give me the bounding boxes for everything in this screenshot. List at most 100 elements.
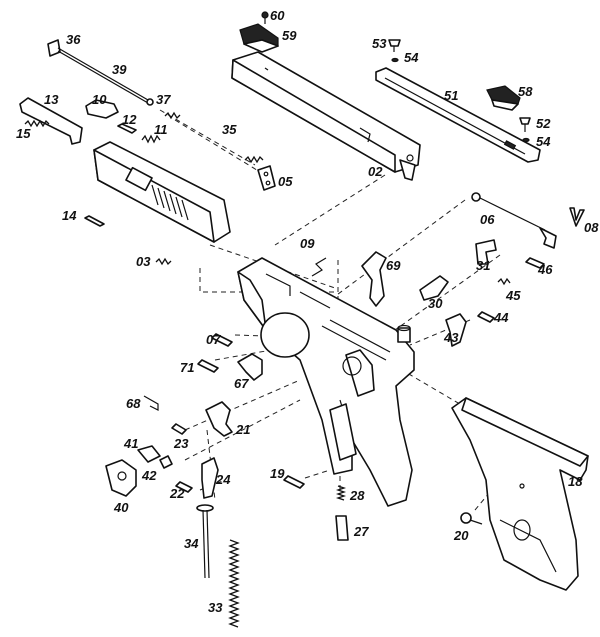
part-54-washer-bottom: [522, 137, 530, 143]
part-label: 54: [404, 50, 419, 65]
part-07-pin: [211, 333, 233, 347]
part-label: 12: [122, 112, 137, 127]
part-14-breech-block: [93, 141, 231, 243]
part-03-spring: [155, 257, 172, 266]
part-37-ring: [146, 98, 154, 106]
part-label: 52: [536, 116, 551, 131]
part-label: 27: [353, 524, 369, 539]
part-08-spring: [569, 207, 585, 227]
part-label: 28: [349, 488, 365, 503]
part-68-wire: [143, 395, 159, 411]
part-05-plate: [257, 165, 276, 191]
part-label: 51: [444, 88, 458, 103]
part-10-block: [85, 99, 119, 119]
part-69-trigger: [361, 251, 387, 307]
part-label: 14: [62, 208, 77, 223]
part-67-disconnector: [237, 353, 263, 381]
part-46-pin: [525, 257, 545, 269]
part-label: 24: [215, 472, 231, 487]
part-label: 19: [270, 466, 285, 481]
part-27-plunger: [335, 515, 349, 541]
part-label: 22: [169, 486, 185, 501]
part-label: 46: [537, 262, 553, 277]
part-58-front-sight: [486, 85, 521, 111]
part-14-pin: [84, 215, 105, 227]
part-label: 44: [493, 310, 509, 325]
part-label: 34: [184, 536, 199, 551]
part-59-rear-sight: [239, 23, 279, 53]
part-label: 39: [112, 62, 127, 77]
part-label: 18: [568, 474, 583, 489]
part-06-rod: [471, 192, 557, 249]
part-35-spring-b: [244, 155, 264, 164]
part-19-pin: [283, 475, 305, 489]
part-label: 68: [126, 396, 141, 411]
part-label: 36: [66, 32, 81, 47]
part-label: 33: [208, 600, 223, 615]
part-35-spring-a: [164, 111, 181, 120]
part-42-pin: [159, 455, 173, 469]
part-label: 23: [173, 436, 189, 451]
part-24-link: [201, 457, 219, 499]
part-31-block: [475, 239, 497, 265]
part-label: 53: [372, 36, 387, 51]
part-label: 54: [536, 134, 551, 149]
part-33-mainspring: [228, 539, 240, 628]
part-71-pin: [197, 359, 219, 373]
part-39-guide-rod-edge: [57, 50, 149, 104]
part-label: 58: [518, 84, 533, 99]
part-23-pin: [171, 423, 187, 435]
part-label: 09: [300, 236, 315, 251]
part-label: 69: [386, 258, 401, 273]
part-40-hammer: [105, 459, 137, 497]
part-label: 41: [123, 436, 138, 451]
part-45-spring: [497, 277, 511, 286]
part-label: 42: [141, 468, 157, 483]
part-label: 30: [428, 296, 443, 311]
part-11-spring: [141, 134, 161, 144]
part-52-screw: [519, 117, 531, 132]
part-34-strut: [196, 504, 214, 579]
part-51-rib: [375, 67, 541, 163]
part-label: 43: [443, 330, 459, 345]
part-label: 10: [92, 92, 107, 107]
part-label: 03: [136, 254, 151, 269]
part-label: 40: [113, 500, 129, 515]
part-13-extractor: [19, 97, 83, 145]
part-44-pin: [477, 311, 495, 323]
part-label: 60: [270, 8, 285, 23]
part-label: 37: [156, 92, 171, 107]
part-28-spring: [335, 485, 347, 501]
breech-serrations: [151, 184, 189, 221]
part-39-guide-rod: [57, 47, 149, 101]
part-54-washer-top: [391, 57, 399, 63]
part-43-catch: [445, 313, 467, 347]
part-label: 20: [453, 528, 469, 543]
part-12-pin: [117, 123, 137, 134]
part-label: 06: [480, 212, 495, 227]
part-30-lever: [419, 275, 449, 301]
part-18-grip-panel: [451, 397, 589, 591]
part-41-plate: [137, 445, 161, 463]
part-label: 11: [154, 122, 168, 137]
part-label: 05: [278, 174, 293, 189]
part-label: 59: [282, 28, 297, 43]
part-label: 15: [16, 126, 31, 141]
part-09-wire-spring: [311, 257, 327, 277]
part-label: 35: [222, 122, 237, 137]
part-22-pin: [175, 481, 193, 493]
part-15-spring: [24, 119, 50, 128]
part-label: 08: [584, 220, 599, 235]
part-label: 07: [206, 332, 221, 347]
part-label: 45: [505, 288, 521, 303]
part-20-grip-screw: [460, 512, 483, 525]
part-21-sear: [205, 401, 233, 437]
part-label: 67: [234, 376, 249, 391]
part-label: 71: [180, 360, 194, 375]
part-frame: [237, 257, 415, 507]
part-label: 31: [476, 258, 490, 273]
part-02-slide: [231, 51, 421, 181]
